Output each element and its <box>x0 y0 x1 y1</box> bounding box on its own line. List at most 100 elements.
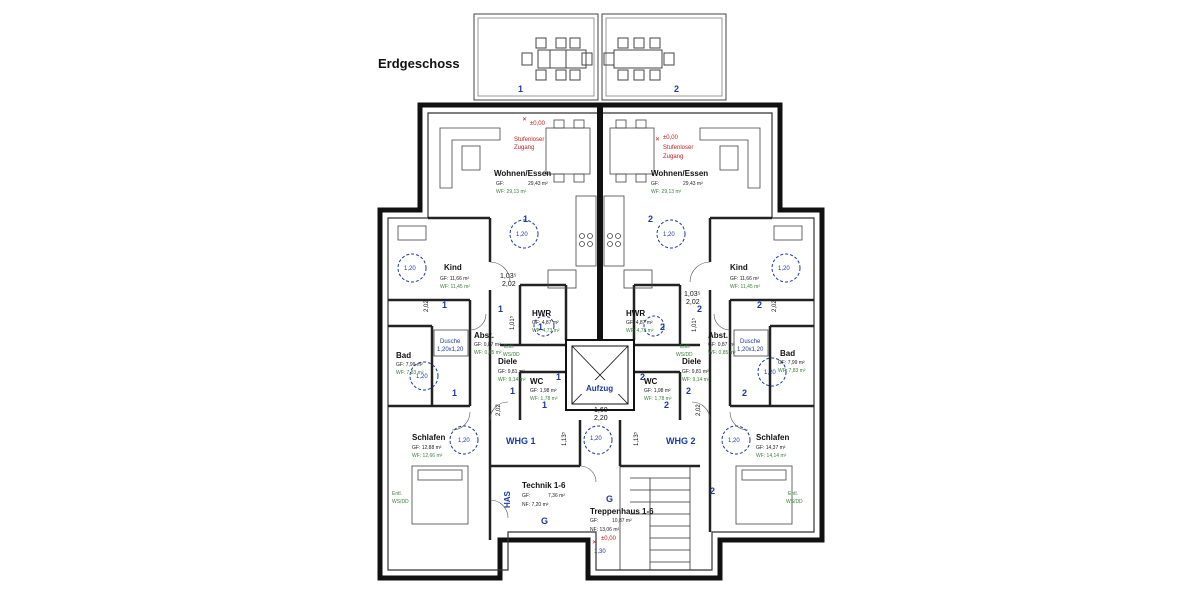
svg-text:G: G <box>541 516 548 526</box>
svg-text:HAS: HAS <box>503 490 512 508</box>
svg-text:1,20: 1,20 <box>516 232 528 238</box>
svg-text:±0,00: ±0,00 <box>601 536 617 542</box>
svg-text:GF:: GF: <box>651 181 659 187</box>
svg-text:Bad: Bad <box>396 351 411 360</box>
svg-text:GF: 1,98 m²: GF: 1,98 m² <box>644 388 671 394</box>
room-kind-1: Kind GF: 11,66 m² WF: 11,45 m² <box>440 263 470 290</box>
svg-text:2,02: 2,02 <box>496 404 502 416</box>
svg-text:1,13⁵: 1,13⁵ <box>633 431 640 446</box>
room-wohnen-essen-1: Wohnen/Essen GF: 29,43 m² WF: 29,13 m² <box>494 169 551 195</box>
svg-text:7,36 m²: 7,36 m² <box>548 493 565 499</box>
access-note-1: ✕ ±0,00 Stufenloser Zugang <box>514 117 546 151</box>
svg-text:WS/DD: WS/DD <box>392 499 409 505</box>
svg-text:WF: 0,85 m²: WF: 0,85 m² <box>474 350 502 356</box>
svg-text:WF: 9,14 m²: WF: 9,14 m² <box>498 377 526 383</box>
svg-text:GF:: GF: <box>522 493 530 499</box>
svg-text:WF: 11,45 m²: WF: 11,45 m² <box>730 284 760 290</box>
svg-text:NF: 13,06 m²: NF: 13,06 m² <box>590 527 620 533</box>
svg-text:WF: 7,83 m²: WF: 7,83 m² <box>778 368 806 374</box>
svg-text:1: 1 <box>538 322 543 332</box>
staircase <box>619 465 691 571</box>
svg-text:GF: 11,66 m²: GF: 11,66 m² <box>440 276 469 282</box>
svg-text:1,20: 1,20 <box>663 232 675 238</box>
elevator-label: Aufzug <box>586 384 613 393</box>
unit-badge-whg2: WHG 2 <box>666 436 696 446</box>
room-bad-1: Bad GF: 7,99 m² WF: 7,83 m² <box>396 351 424 376</box>
svg-text:2,02: 2,02 <box>686 299 700 306</box>
svg-text:HWR: HWR <box>532 309 551 318</box>
svg-text:WF: 4,73 m²: WF: 4,73 m² <box>626 328 654 334</box>
svg-text:Treppenhaus 1-6: Treppenhaus 1-6 <box>590 507 654 516</box>
svg-text:1,60: 1,60 <box>594 407 608 414</box>
svg-text:1: 1 <box>452 388 457 398</box>
svg-text:GF: 14,37 m²: GF: 14,37 m² <box>756 445 786 451</box>
svg-text:NF: 7,20 m²: NF: 7,20 m² <box>522 502 549 508</box>
svg-text:Dusche: Dusche <box>740 339 761 345</box>
room-wc-1: WC GF: 1,98 m² WF: 1,78 m² <box>530 377 558 402</box>
svg-text:2,02: 2,02 <box>424 300 430 312</box>
svg-text:Zugang: Zugang <box>663 154 683 160</box>
svg-text:WF: 29,13 m²: WF: 29,13 m² <box>496 189 527 195</box>
svg-text:1: 1 <box>510 386 515 396</box>
terrace-2 <box>601 13 727 101</box>
svg-text:2: 2 <box>697 304 702 314</box>
terrace-label-2: 2 <box>674 84 679 94</box>
svg-text:1,20: 1,20 <box>458 438 470 444</box>
svg-text:WC: WC <box>530 377 544 386</box>
svg-text:Diele: Diele <box>498 357 518 366</box>
svg-text:±0,00: ±0,00 <box>663 135 679 141</box>
svg-text:Wohnen/Essen: Wohnen/Essen <box>494 169 551 178</box>
svg-text:29,43 m²: 29,43 m² <box>528 181 548 187</box>
unit-badge-whg1: WHG 1 <box>506 436 536 446</box>
svg-text:2: 2 <box>640 372 645 382</box>
room-diele-2: Diele GF: 9,81 m² WF: 9,14 m² <box>682 357 710 383</box>
svg-text:1: 1 <box>542 400 547 410</box>
svg-text:GF: 9,81 m²: GF: 9,81 m² <box>682 369 709 375</box>
svg-text:Bad: Bad <box>780 349 795 358</box>
svg-text:Kind: Kind <box>730 263 748 272</box>
svg-text:WF: 9,14 m²: WF: 9,14 m² <box>682 377 710 383</box>
svg-text:WS/DD: WS/DD <box>786 499 803 505</box>
circle-dimension-labels: 1,20 1,20 1,20 1,20 1,20 1,20 1,20 1,20 … <box>404 232 790 444</box>
svg-text:1,01⁵: 1,01⁵ <box>691 317 698 332</box>
svg-text:Stufenloser: Stufenloser <box>514 137 544 143</box>
svg-text:1: 1 <box>442 300 447 310</box>
svg-text:Entl.: Entl. <box>680 344 690 350</box>
room-hwr-2: HWR GF: 4,87 m² WF: 4,73 m² <box>626 309 654 334</box>
room-abst-1: Abst. GF: 0,87 m² WF: 0,85 m² <box>474 331 502 356</box>
svg-text:1: 1 <box>556 372 561 382</box>
svg-text:1,20: 1,20 <box>404 266 416 272</box>
svg-text:WF: 12,66 m²: WF: 12,66 m² <box>412 453 443 459</box>
svg-text:Stufenloser: Stufenloser <box>663 145 693 151</box>
room-wc-2: WC GF: 1,98 m² WF: 1,78 m² <box>644 377 672 402</box>
svg-text:±0,00: ±0,00 <box>530 121 546 127</box>
svg-text:Zugang: Zugang <box>514 145 534 151</box>
svg-text:WF: 14,14 m²: WF: 14,14 m² <box>756 453 787 459</box>
svg-text:GF: 7,99 m²: GF: 7,99 m² <box>778 360 805 366</box>
svg-text:2,20: 2,20 <box>594 415 608 422</box>
svg-text:Entl.: Entl. <box>392 491 402 497</box>
room-bad-2: Bad GF: 7,99 m² WF: 7,83 m² <box>778 349 806 374</box>
outer-walls-inner <box>387 112 815 571</box>
svg-text:1: 1 <box>523 214 528 224</box>
svg-text:Schlafen: Schlafen <box>756 433 789 442</box>
shower-2: Dusche 1,20x1,20 <box>733 329 769 357</box>
svg-text:2,02: 2,02 <box>772 300 778 312</box>
svg-text:Diele: Diele <box>682 357 702 366</box>
svg-text:1,20x1,20: 1,20x1,20 <box>737 347 764 353</box>
room-wohnen-essen-2: Wohnen/Essen GF: 29,43 m² WF: 29,13 m² <box>651 169 708 195</box>
svg-text:2: 2 <box>742 388 747 398</box>
svg-text:WF: 1,78 m²: WF: 1,78 m² <box>530 396 558 402</box>
svg-text:WF: 7,83 m²: WF: 7,83 m² <box>396 370 424 376</box>
room-hwr-1: HWR GF: 4,87 m² WF: 4,73 m² <box>532 309 560 334</box>
svg-text:Abst.: Abst. <box>708 331 728 340</box>
room-treppenhaus: Treppenhaus 1-6 GF: 10,87 m² NF: 13,06 m… <box>590 494 654 555</box>
svg-text:2: 2 <box>710 486 715 496</box>
svg-text:GF: 7,99 m²: GF: 7,99 m² <box>396 362 423 368</box>
plan-title: Erdgeschoss <box>378 56 460 71</box>
room-schlafen-1: Schlafen GF: 12,88 m² WF: 12,66 m² <box>412 433 445 459</box>
room-abst-2: Abst. GF: 0,87 m² WF: 0,85 m² <box>708 331 736 356</box>
svg-text:2: 2 <box>686 386 691 396</box>
svg-text:1,20: 1,20 <box>764 370 776 376</box>
svg-text:Wohnen/Essen: Wohnen/Essen <box>651 169 708 178</box>
